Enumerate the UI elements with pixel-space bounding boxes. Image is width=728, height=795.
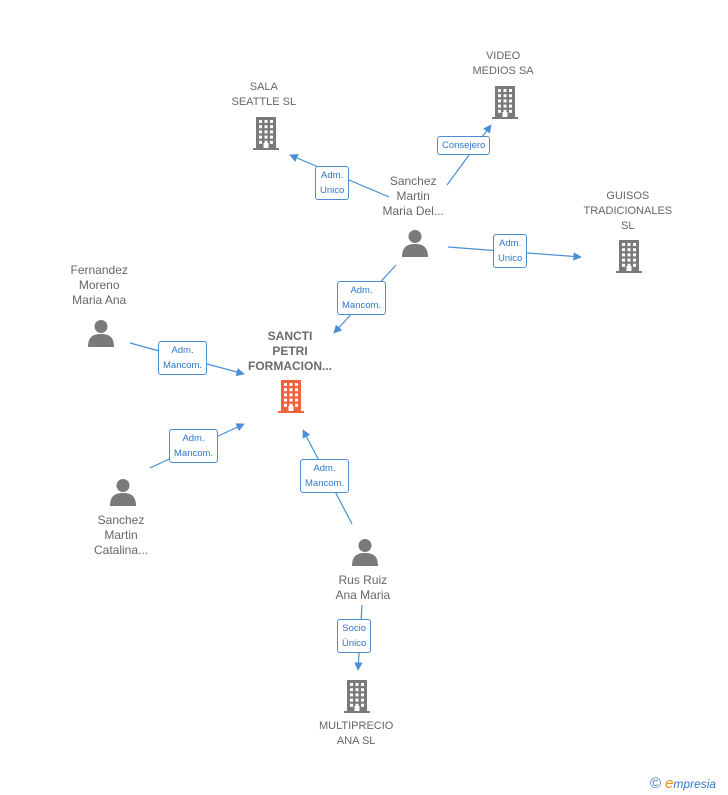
node-label-line: Ana Maria <box>335 588 391 602</box>
edge-label-line: Único <box>342 638 367 649</box>
edge-label-sanchez_del-to-sala[interactable]: Adm. Unico <box>315 166 350 200</box>
building-icon-video[interactable] <box>490 85 520 124</box>
node-label-line: VIDEO <box>485 50 521 62</box>
node-label-guisos[interactable]: GUISOS TRADICIONALES SL <box>584 189 673 234</box>
person-icon-sanchez_del[interactable] <box>400 228 430 263</box>
brand-initial: e <box>665 775 674 792</box>
node-label-line: Rus Ruiz <box>338 573 388 587</box>
building-icon-guisos[interactable] <box>614 239 644 278</box>
node-label-line: Catalina... <box>94 543 149 557</box>
node-label-line: MULTIPRECIO <box>319 720 394 732</box>
edge-label-rus-to-sancti[interactable]: Adm. Mancom. <box>300 459 350 493</box>
node-label-sala[interactable]: SALA SEATTLE SL <box>232 80 297 110</box>
edge-label-line: Mancom. <box>305 478 345 489</box>
node-label-line: Martin <box>396 189 430 203</box>
building-icon-multiprecio[interactable] <box>342 679 372 718</box>
edge-label-line: Mancom. <box>342 300 382 311</box>
node-label-line: Moreno <box>78 278 120 292</box>
edge-label-line: Consejero <box>442 140 486 151</box>
edge-label-sanchez_del-to-sancti[interactable]: Adm. Mancom. <box>337 281 387 315</box>
node-label-line: FORMACION... <box>248 359 332 373</box>
node-label-line: SANCTI <box>267 329 313 343</box>
person-icon-rus[interactable] <box>350 537 380 572</box>
node-label-line: MEDIOS SA <box>472 65 534 77</box>
node-label-line: Fernandez <box>70 263 128 277</box>
edge-label-sanchez_del-to-guisos[interactable]: Adm. Unico <box>493 234 528 268</box>
person-icon-catalina[interactable] <box>108 477 138 512</box>
node-label-line: Sanchez <box>97 513 145 527</box>
node-label-line: PETRI <box>272 344 308 358</box>
building-icon-sala[interactable] <box>251 116 281 155</box>
edge-label-line: Mancom. <box>174 448 214 459</box>
edge-sanchez_del-to-video <box>446 124 492 186</box>
node-label-multiprecio[interactable]: MULTIPRECIO ANA SL <box>319 719 393 749</box>
edge-label-line: Adm. <box>350 285 373 296</box>
node-label-line: SALA <box>249 81 278 93</box>
edge-label-line: Adm. <box>321 170 344 181</box>
edge-label-line: Adm. <box>499 238 522 249</box>
edge-label-line: Socio <box>342 623 367 634</box>
building-icon-sancti[interactable] <box>276 379 306 418</box>
edge-label-line: Mancom. <box>163 360 203 371</box>
edge-label-line: Unico <box>498 253 523 264</box>
edge-label-line: Adm. <box>313 463 336 474</box>
edge-label-line: Adm. <box>171 345 194 356</box>
copyright-symbol: © <box>650 775 662 792</box>
node-label-line: Sanchez <box>389 174 437 188</box>
edge-label-line: Adm. <box>182 433 205 444</box>
edge-label-catalina-to-sancti[interactable]: Adm. Mancom. <box>169 429 219 463</box>
edge-label-line: Unico <box>320 185 345 196</box>
node-label-line: SL <box>621 220 635 232</box>
edge-label-fernandez-to-sancti[interactable]: Adm. Mancom. <box>158 341 208 375</box>
node-label-line: GUISOS <box>606 190 650 202</box>
node-label-line: SEATTLE SL <box>231 96 297 108</box>
node-label-line: ANA SL <box>336 735 376 747</box>
brand-name: mpresia <box>673 777 717 791</box>
node-label-line: TRADICIONALES <box>583 205 673 217</box>
person-icon-fernandez[interactable] <box>86 318 116 353</box>
empresia-logo: ©empresia <box>650 775 716 792</box>
node-label-line: Maria Del... <box>382 204 444 218</box>
node-label-line: Martin <box>104 528 138 542</box>
node-label-video[interactable]: VIDEO MEDIOS SA <box>473 49 534 79</box>
node-label-line: Maria Ana <box>72 293 127 307</box>
edge-label-sanchez_del-to-video[interactable]: Consejero <box>437 136 491 155</box>
